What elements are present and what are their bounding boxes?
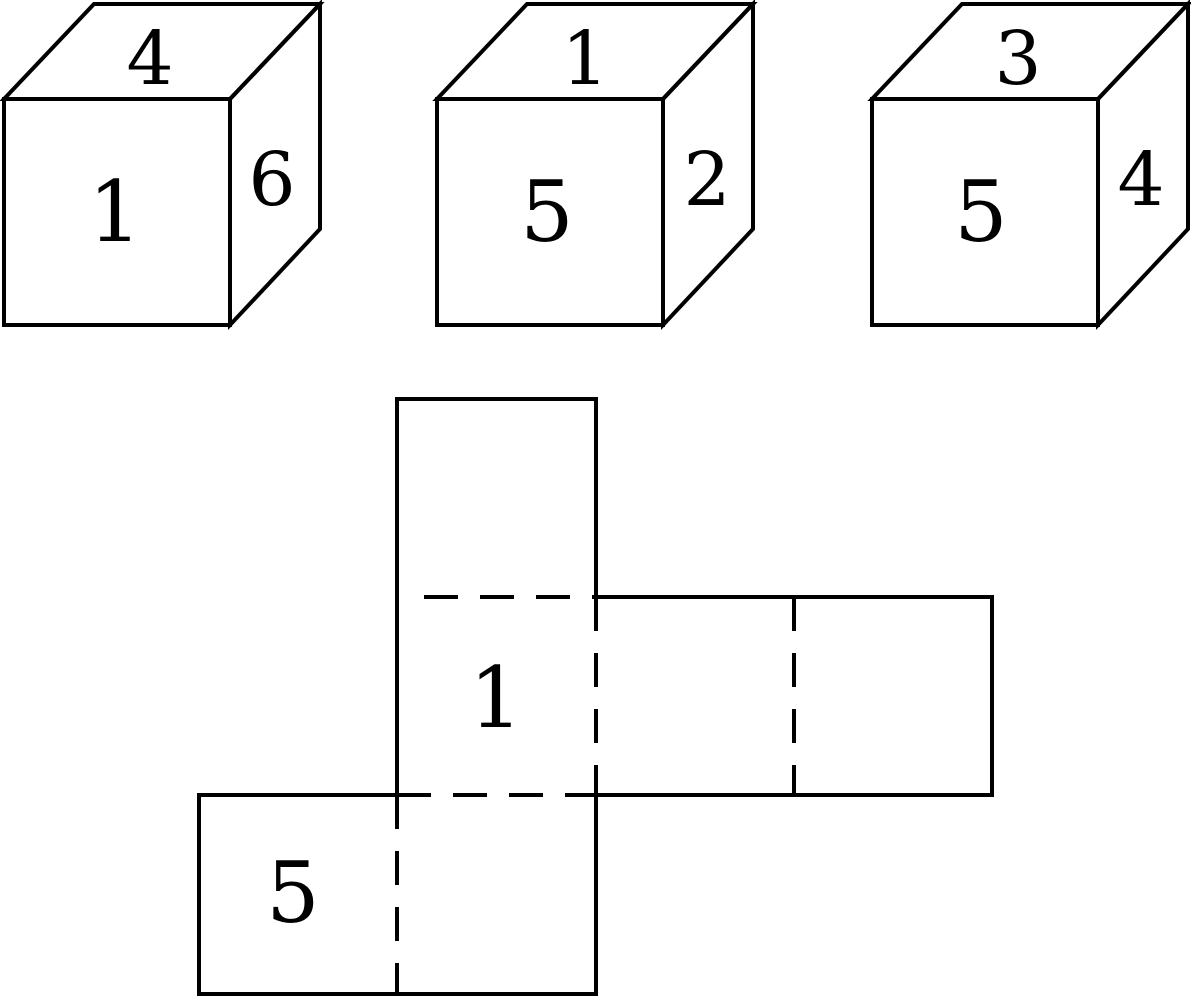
cube-2-front-number: 5 (520, 163, 573, 261)
cube-3: 3 5 4 (867, 0, 1191, 331)
net-face-number: 1 (469, 649, 522, 747)
cube-1: 4 1 6 (0, 0, 325, 331)
cube-1-right-face (228, 0, 322, 331)
cube-2-right-face (661, 0, 755, 331)
cube-3-right-face (1096, 0, 1190, 331)
cube-2: 1 5 2 (432, 0, 758, 331)
cube-3-front-number: 5 (954, 163, 1007, 261)
cube-2-top-number: 1 (561, 16, 608, 102)
net-face-number: 5 (266, 844, 319, 942)
cube-1-right-number: 6 (248, 137, 295, 223)
cube-2-right-number: 2 (683, 137, 730, 223)
cube-3-right-number: 4 (1117, 137, 1164, 223)
cube-1-top-number: 4 (126, 16, 173, 102)
cube-net: 1 5 (197, 397, 994, 996)
cube-1-front-number: 1 (88, 163, 141, 261)
cube-3-top-number: 3 (994, 16, 1041, 102)
